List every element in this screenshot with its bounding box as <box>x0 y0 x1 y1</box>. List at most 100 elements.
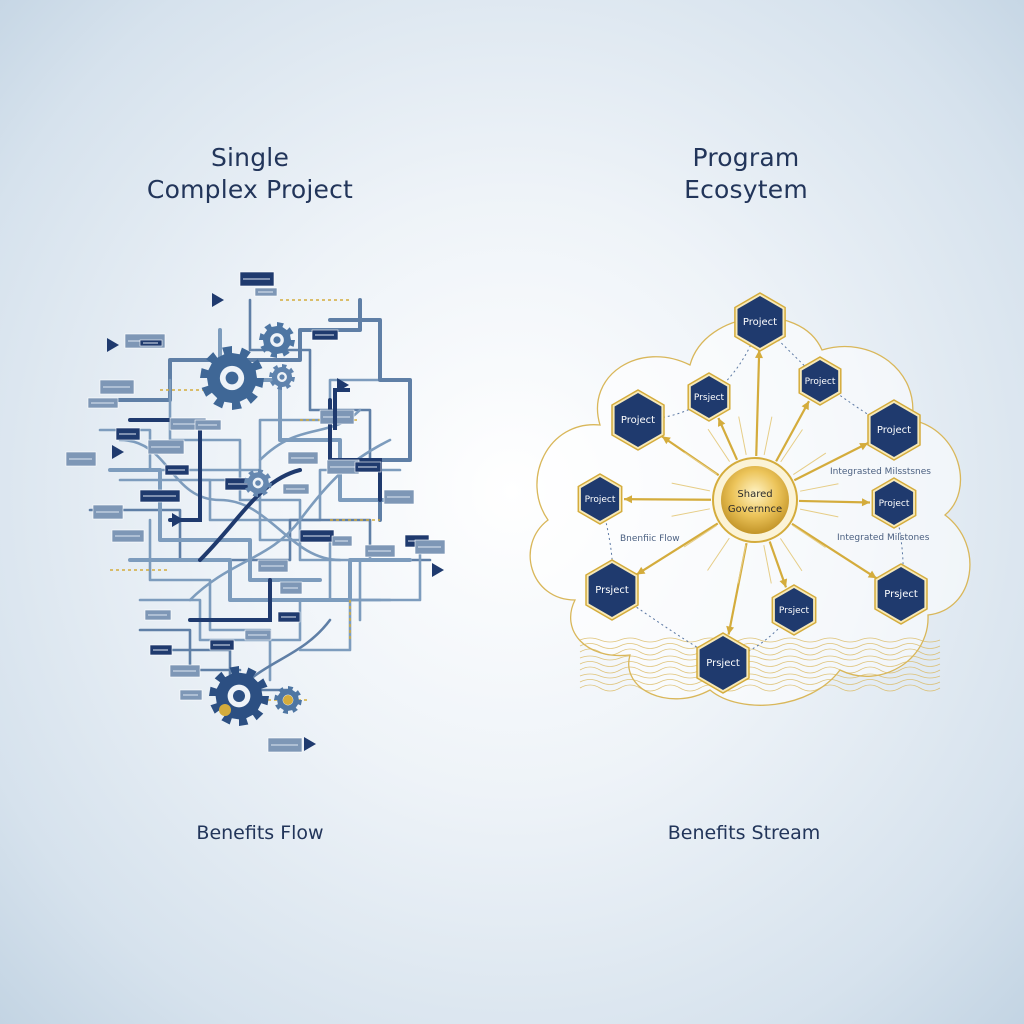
project-node-fill <box>699 636 747 690</box>
gear-hub <box>225 371 239 385</box>
annotation-mid-left: Bnenfiic Flow <box>620 534 680 544</box>
spoke-arrowhead <box>636 566 646 575</box>
project-node: Prsject <box>687 372 731 422</box>
hub-label-line-1: Shared <box>737 489 772 500</box>
right-title-line-2: Ecosytem <box>684 175 808 204</box>
governance-ray <box>799 508 839 518</box>
gear-gold-dot <box>219 704 231 716</box>
governance-ray <box>738 416 747 455</box>
spoke-arrowhead <box>867 570 877 579</box>
spoke-arrowhead <box>623 495 633 504</box>
arrow-head-icon <box>212 293 224 307</box>
gear-hub <box>279 374 285 380</box>
annotation-top-right: Integrasted Milsstsnes <box>830 467 931 477</box>
left-title-line-1: Single <box>210 143 290 172</box>
governance-ray <box>707 537 730 571</box>
governance-ray <box>683 524 717 548</box>
project-node-label: Prsject <box>706 658 740 669</box>
gear-icon <box>200 346 264 410</box>
gear-gold-dot <box>283 695 293 705</box>
project-node-label: Project <box>879 499 910 509</box>
pipe-line <box>248 298 372 472</box>
governance-spoke <box>755 349 761 457</box>
gear-icon <box>269 364 295 390</box>
arrow-head-icon <box>112 445 124 459</box>
governance-ray <box>763 545 772 584</box>
task-boxes <box>65 271 446 753</box>
pipe-line <box>138 628 242 672</box>
stream-wave-line <box>579 637 941 643</box>
governance-spoke <box>635 522 719 576</box>
governance-spoke <box>623 498 712 501</box>
governance-spoke <box>793 442 869 482</box>
project-node-label: Prsject <box>595 585 629 596</box>
project-node-label: Project <box>621 415 655 426</box>
project-node: Project <box>867 399 921 461</box>
left-panel-title: Single Complex Project <box>100 142 400 206</box>
stream-wave-line <box>579 666 941 674</box>
spoke-arrowhead <box>661 436 671 445</box>
arrow-icons <box>107 293 444 751</box>
gear-hub <box>273 336 281 344</box>
arrow-head-icon <box>304 737 316 751</box>
project-node-fill <box>877 567 925 621</box>
right-panel-title: Program Ecosytem <box>596 142 896 206</box>
stream-wave-line <box>579 661 941 667</box>
left-bottom-label: Benefits Flow <box>196 822 324 844</box>
pipe-line-dark <box>188 578 272 622</box>
arrow-shaft-icon <box>333 388 350 430</box>
governance-ray <box>780 429 803 463</box>
governance-ray <box>779 538 803 572</box>
spoke-arrowhead <box>726 625 735 635</box>
annotation-mid-right: Integrated Milstones <box>837 533 930 543</box>
stream-wave-line <box>579 684 941 692</box>
right-title-line-1: Program <box>692 143 800 172</box>
project-node-fill <box>870 403 918 457</box>
project-node: Project <box>734 292 786 352</box>
project-node-fill <box>801 360 839 402</box>
project-node-label: Project <box>743 317 777 328</box>
gear-icon <box>244 469 272 497</box>
governance-ray <box>800 483 839 492</box>
project-node-fill <box>614 393 662 447</box>
project-node-label: Project <box>805 377 836 387</box>
arrow-head-icon <box>432 563 444 577</box>
governance-spoke <box>791 522 878 580</box>
project-node-label: Project <box>877 425 911 436</box>
governance-spoke <box>798 499 871 504</box>
pipe-line <box>108 468 322 582</box>
governance-ray <box>737 544 747 584</box>
stream-wave-line <box>579 655 941 661</box>
spoke-arrowhead <box>859 443 869 451</box>
stream-wave-line <box>579 679 941 685</box>
governance-ray <box>793 452 827 476</box>
project-node: Prsject <box>874 563 928 625</box>
project-node: Prsject <box>585 559 639 621</box>
pipe-line-dark <box>128 418 202 522</box>
project-node: Project <box>611 389 665 451</box>
benefits-stream-waves <box>579 637 941 692</box>
project-node-fill <box>737 296 783 348</box>
arrow-head-icon <box>172 513 184 527</box>
governance-spokes <box>599 321 904 664</box>
spoke-arrowhead <box>779 578 788 588</box>
governance-spoke <box>775 400 810 462</box>
project-node-label: Prsject <box>884 589 918 600</box>
arrow-head-icon <box>107 338 119 352</box>
governance-ray <box>707 428 731 462</box>
governance-ray <box>671 508 710 517</box>
governance-ray <box>684 452 718 475</box>
hub-label-line-2: Governnce <box>728 504 782 515</box>
gear-hub <box>255 480 261 486</box>
gear-hub <box>233 690 245 702</box>
stream-wave-line <box>579 673 941 679</box>
governance-ray <box>763 416 773 456</box>
project-node-label: Prsject <box>694 393 725 403</box>
spoke-arrowhead <box>861 498 871 507</box>
spoke-arrowhead <box>754 349 763 359</box>
stream-wave-line <box>579 643 941 649</box>
project-node: Prsject <box>771 584 817 636</box>
governance-ray <box>792 525 826 548</box>
governance-ray <box>671 482 711 492</box>
